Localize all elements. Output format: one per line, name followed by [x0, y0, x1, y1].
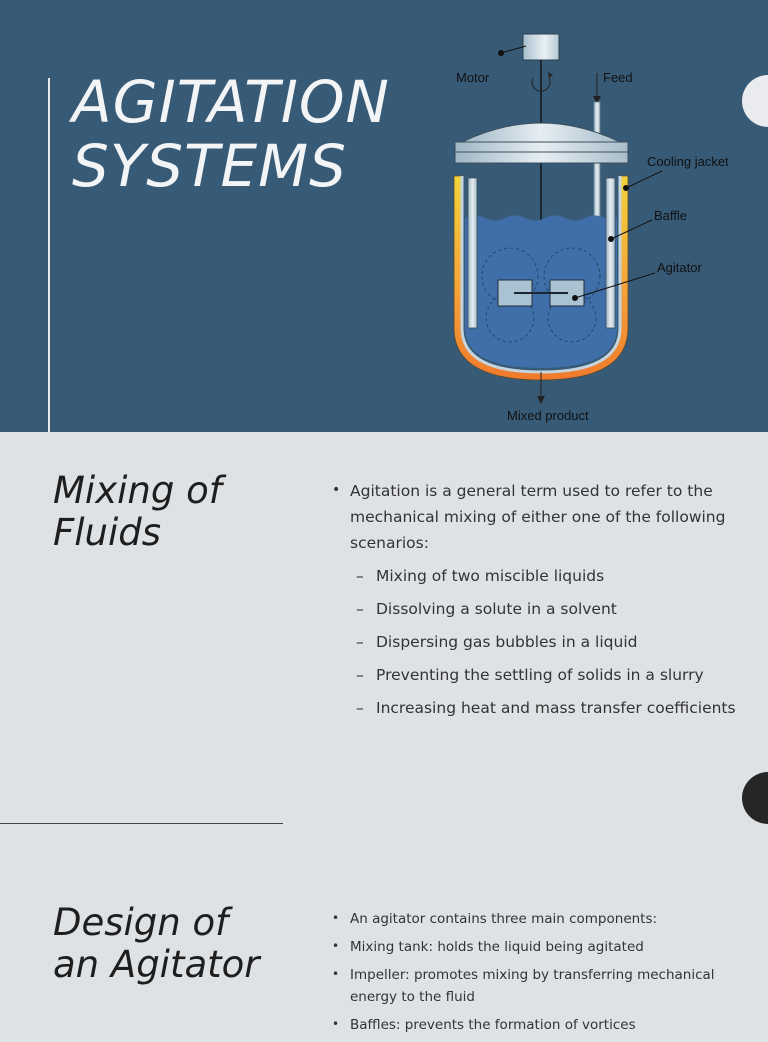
agitated-tank-diagram: Motor Feed Cooling jacket Baffle Agitato… — [453, 33, 729, 423]
list-item: Preventing the settling of solids in a s… — [332, 662, 752, 688]
list-item: Mixing of two miscible liquids — [332, 563, 752, 589]
list-item: Dissolving a solute in a solvent — [332, 596, 752, 622]
label-agitator: Agitator — [657, 260, 702, 275]
title-line-2: SYSTEMS — [72, 132, 347, 200]
section-title-line: Design of — [53, 901, 229, 944]
title-line-1: AGITATION — [72, 68, 390, 136]
section-divider — [0, 823, 283, 824]
label-cooling-jacket: Cooling jacket — [647, 154, 729, 169]
label-motor: Motor — [456, 70, 490, 85]
accent-line — [48, 78, 50, 432]
list-item: Agitation is a general term used to refe… — [332, 477, 752, 556]
label-feed: Feed — [603, 70, 633, 85]
mixing-of-fluids-title: Mixing of Fluids — [53, 470, 222, 554]
label-mixed-product: Mixed product — [507, 408, 589, 423]
motor-icon — [522, 33, 560, 61]
agitator-components-list: An agitator contains three main componen… — [332, 907, 752, 1042]
agitation-definition-list: Agitation is a general term used to refe… — [332, 477, 752, 721]
slide-title: AGITATION SYSTEMS — [72, 70, 432, 198]
design-of-agitator-title: Design of an Agitator — [53, 902, 260, 986]
list-item: Increasing heat and mass transfer coeffi… — [332, 695, 752, 721]
section-title-line: Mixing of — [53, 469, 222, 512]
label-baffle: Baffle — [654, 208, 687, 223]
slide-nav-circle[interactable] — [742, 772, 768, 824]
list-item: An agitator contains three main componen… — [332, 907, 752, 930]
list-item: Impeller: promotes mixing by transferrin… — [332, 963, 752, 1008]
section-title-line: Fluids — [53, 511, 162, 554]
section-title-line: an Agitator — [53, 943, 260, 986]
list-item: Mixing tank: holds the liquid being agit… — [332, 935, 752, 958]
list-item: Baffles: prevents the formation of vorti… — [332, 1013, 752, 1036]
title-slide: AGITATION SYSTEMS — [0, 0, 768, 432]
list-item: Dispersing gas bubbles in a liquid — [332, 629, 752, 655]
